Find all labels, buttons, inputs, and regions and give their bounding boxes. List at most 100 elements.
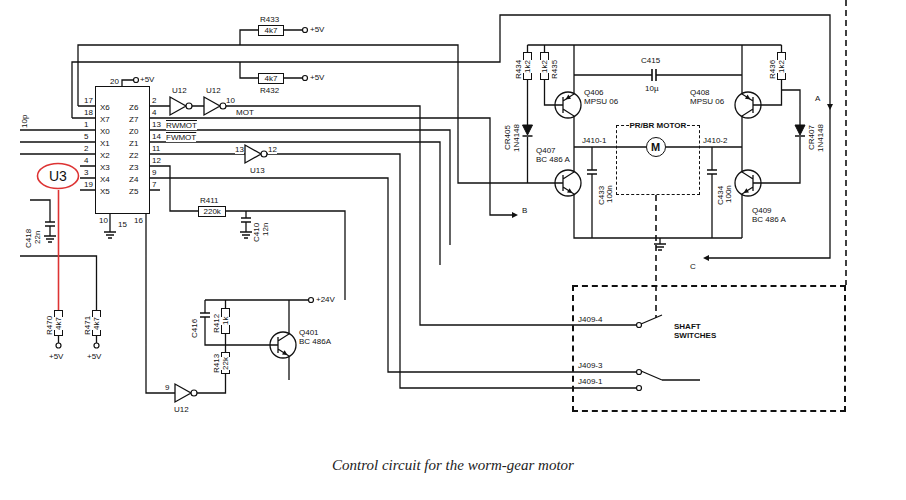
- ic-chip: X6Z6X7Z7X0Z0X1Z1X2Z2X3Z3X4Z4X5Z5: [95, 86, 150, 214]
- component-label: R413: [212, 354, 221, 373]
- schematic-label: J410-2: [703, 136, 727, 145]
- inverter-gate: [170, 97, 261, 402]
- schematic-label: Q409: [752, 206, 772, 215]
- schematic-label: 12n: [261, 223, 270, 236]
- component-label: R435: [550, 60, 559, 79]
- schematic-label: 2: [84, 144, 88, 153]
- terminal: [56, 343, 61, 348]
- schematic-label: Q401: [299, 328, 319, 337]
- resistor-symbol: R4334k7: [258, 25, 284, 36]
- component-label: 4k7: [265, 74, 278, 83]
- pin-name: Z2: [129, 151, 138, 160]
- annotation-ellipse: [36, 162, 80, 190]
- schematic-label: 19: [84, 180, 93, 189]
- schematic-label: C410: [252, 223, 261, 242]
- schematic-label: 13: [235, 145, 244, 154]
- annotation-wire: [58, 190, 60, 310]
- schematic-label: J410-1: [582, 136, 606, 145]
- wire: [528, 45, 801, 380]
- schematic-label: J409-3: [578, 361, 602, 370]
- pin-name: Z3: [129, 163, 138, 172]
- component-label: 4k7: [54, 317, 63, 330]
- schematic-label: C416: [190, 319, 199, 338]
- schematic-label: 11: [152, 144, 160, 153]
- component-label: 22k: [221, 357, 230, 370]
- pin-name: Z6: [129, 103, 138, 112]
- capacitor-symbol: [45, 69, 717, 317]
- component-label: 1k2: [523, 60, 532, 73]
- schematic-label: FWMOT: [166, 133, 196, 142]
- terminal: [303, 28, 308, 33]
- component-label: 4k7: [265, 26, 278, 35]
- figure-caption: Control circuit for the worm-gear motor: [0, 456, 906, 474]
- transistor-symbol: [550, 163, 581, 203]
- schematic-label: Q407: [536, 146, 556, 155]
- schematic-label: C434: [716, 186, 725, 205]
- transistor-symbol: [265, 325, 296, 365]
- resistor-symbol: R4121k: [221, 308, 230, 334]
- schematic-label: 9: [152, 168, 156, 177]
- schematic-label: +5V: [310, 73, 324, 82]
- schematic-label: 4: [84, 156, 88, 165]
- schematic-label: 2: [152, 96, 156, 105]
- pin-name: X3: [100, 163, 110, 172]
- inverter-bubble: [191, 390, 197, 396]
- pin-name: X5: [100, 187, 110, 196]
- terminal: [94, 343, 99, 348]
- schematic-label: U13: [250, 166, 265, 175]
- schematic-label: U12: [174, 405, 189, 414]
- component-label: R470: [45, 316, 54, 335]
- component-label: R471: [83, 316, 92, 335]
- terminal: [134, 78, 139, 83]
- pin-name: Z5: [129, 187, 138, 196]
- schematic-label: 18: [84, 108, 93, 117]
- inverter-bubble: [261, 151, 267, 157]
- schematic-label: MPSU 06: [690, 97, 724, 106]
- pin-name: X2: [100, 151, 110, 160]
- schematic-label: +5V: [140, 75, 154, 84]
- component-label: R433: [260, 15, 279, 24]
- resistor-symbol: R411220k: [198, 206, 226, 217]
- schematic-label: CR405: [503, 125, 512, 150]
- schematic-label: C: [690, 262, 696, 271]
- schematic-label: MPSU 06: [584, 97, 618, 106]
- schematic-label: 5: [84, 132, 88, 141]
- transistor-symbol: [550, 85, 581, 125]
- inverter-bubble: [220, 103, 226, 109]
- schematic-label: C415: [641, 56, 660, 65]
- component-label: 1k: [221, 317, 230, 325]
- component-label: R411: [200, 196, 219, 205]
- schematic-label: +5V: [87, 352, 101, 361]
- schematic-label: 14: [152, 132, 161, 141]
- resistor-symbol: 4k7R432: [258, 73, 284, 84]
- schematic-label: U12: [172, 86, 187, 95]
- schematic-label: 100n: [724, 185, 733, 203]
- schematic-label: C433: [597, 186, 606, 205]
- schematic-label: 10µ: [645, 84, 659, 93]
- resistor-symbol: R4714k7: [92, 310, 101, 336]
- terminal: [309, 298, 314, 303]
- component-label: R412: [212, 314, 221, 333]
- schematic-label: 15: [118, 220, 127, 229]
- schematic-label: Q408: [690, 88, 710, 97]
- schematic-label: MOT: [236, 108, 254, 117]
- schematic-label: Q406: [584, 88, 604, 97]
- terminal: [303, 76, 308, 81]
- schematic-label: 17: [84, 96, 93, 105]
- wire-connector: [150, 178, 572, 372]
- schematic-label: 3: [84, 168, 88, 177]
- annotation-circle: U3: [36, 162, 80, 190]
- resistor-symbol: R4361k2: [777, 52, 786, 80]
- schematic-label: BC 486 A: [536, 155, 570, 164]
- resistor-symbol: R4351k2: [540, 52, 549, 80]
- switch-contact: [637, 323, 642, 328]
- switch-contact: [637, 386, 642, 391]
- schematic-label: 13: [152, 120, 161, 129]
- pin-name: X7: [100, 115, 110, 124]
- pin-name: X6: [100, 103, 110, 112]
- mechanical-link: [656, 0, 846, 318]
- schematic-label: A: [815, 94, 820, 103]
